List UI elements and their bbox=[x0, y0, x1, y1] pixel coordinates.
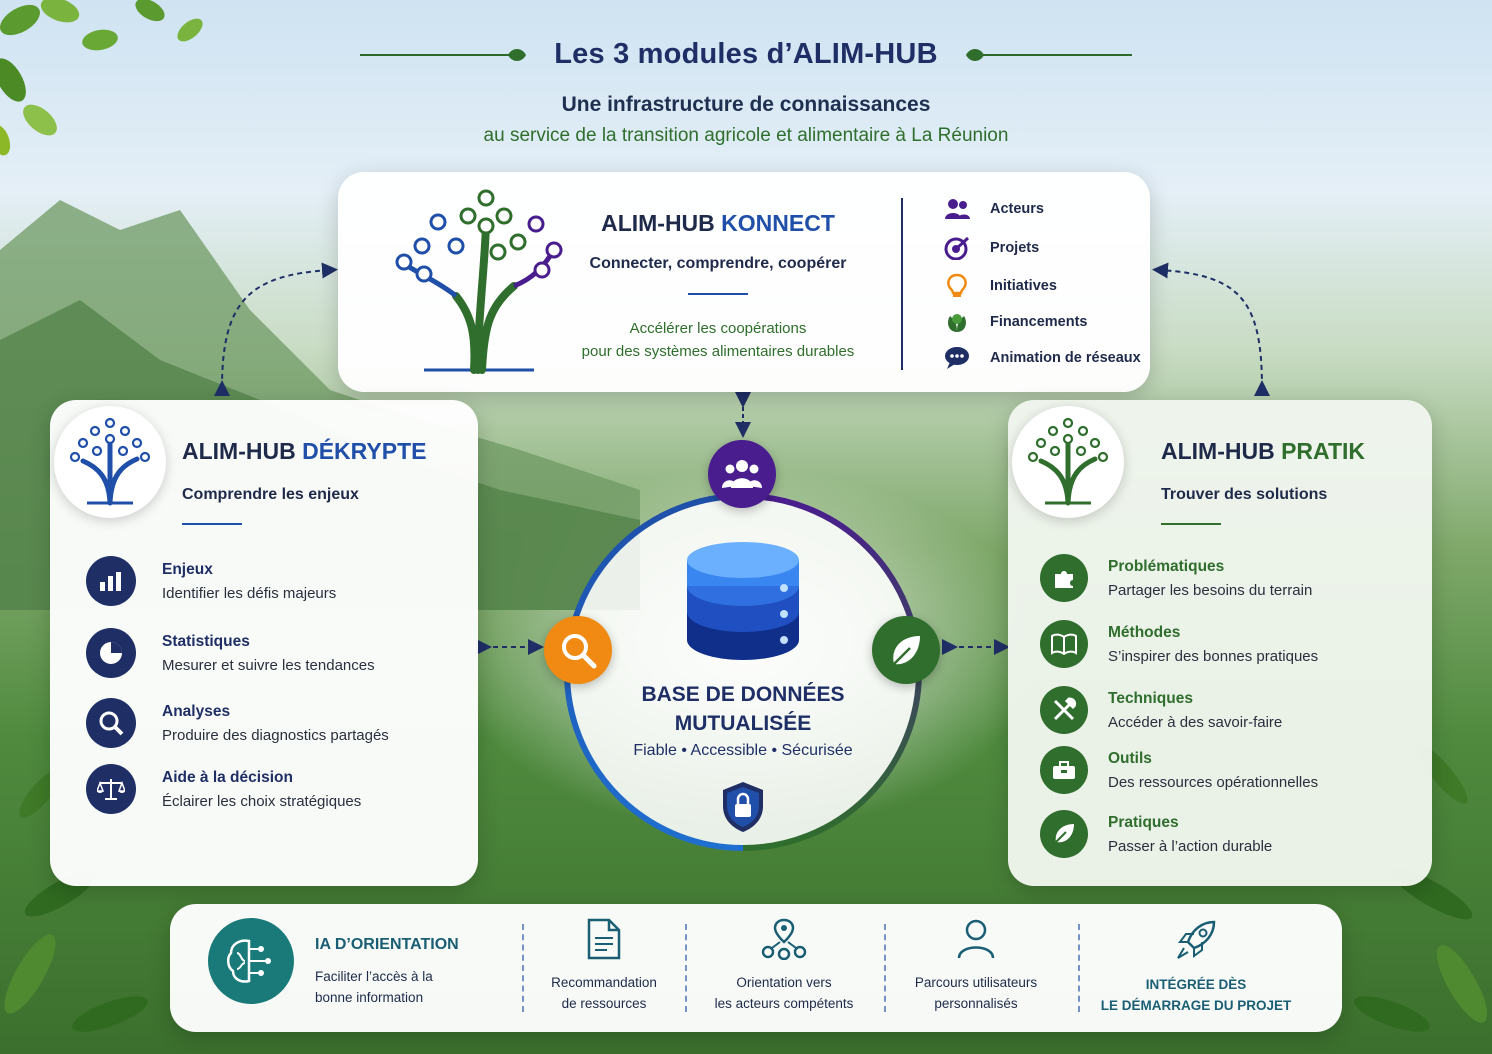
konnect-item-animation[interactable]: Animation de réseaux bbox=[944, 346, 1141, 370]
pratik-item-pratiques[interactable]: Pratiques Passer à l’action durable bbox=[1040, 810, 1272, 858]
dekrypte-title: ALIM-HUB DÉKRYPTE bbox=[182, 438, 427, 464]
scales-icon bbox=[86, 764, 136, 814]
konnect-divider bbox=[688, 293, 748, 295]
dekrypte-divider bbox=[182, 523, 242, 525]
konnect-description: Accélérer les coopérations pour des syst… bbox=[581, 320, 855, 360]
konnect-item-projets[interactable]: Projets bbox=[944, 236, 1039, 260]
konnect-item-acteurs[interactable]: Acteurs bbox=[944, 198, 1044, 220]
konnect-item-initiatives[interactable]: Initiatives bbox=[944, 273, 1057, 299]
dekrypte-logo bbox=[54, 406, 166, 518]
page-subtitle-line2: au service de la transition agricole et … bbox=[483, 125, 1009, 146]
bottom-separator bbox=[522, 924, 524, 1012]
pratik-item-methodes[interactable]: Méthodes S’inspirer des bonnes pratiques bbox=[1040, 620, 1318, 668]
pratik-card[interactable]: ALIM-HUB PRATIK Trouver des solutions Pr… bbox=[1008, 400, 1432, 886]
header: Les 3 modules d’ALIM-HUB Une infrastruct… bbox=[0, 38, 1492, 147]
leaf-icon bbox=[508, 48, 527, 61]
bottom-item-integree[interactable]: INTÉGRÉE DÈS LE DÉMARRAGE DU PROJET bbox=[1098, 918, 1294, 1016]
bottom-item-recommandation[interactable]: Recommandation de ressources bbox=[542, 918, 666, 1014]
pie-chart-icon bbox=[86, 628, 136, 678]
security-shield-icon bbox=[723, 782, 763, 832]
pratik-node-leaf-icon[interactable] bbox=[872, 616, 940, 684]
dekrypte-item-aide-decision[interactable]: Aide à la décision Éclairer les choix st… bbox=[86, 764, 361, 814]
target-icon bbox=[944, 236, 970, 260]
rocket-icon bbox=[1177, 920, 1216, 959]
database-icon bbox=[687, 542, 799, 660]
konnect-separator bbox=[901, 198, 903, 370]
document-icon bbox=[587, 918, 621, 960]
ia-title: IA D’ORIENTATION bbox=[315, 936, 459, 953]
dekrypte-tagline: Comprendre les enjeux bbox=[182, 486, 359, 503]
konnect-node-people-icon[interactable] bbox=[708, 440, 776, 508]
leaf-icon bbox=[1040, 810, 1088, 858]
bar-chart-icon bbox=[86, 556, 136, 606]
pratik-tagline: Trouver des solutions bbox=[1161, 486, 1328, 503]
dekrypte-item-statistiques[interactable]: Statistiques Mesurer et suivre les tenda… bbox=[86, 628, 375, 678]
page-subtitle: Une infrastructure de connaissances bbox=[561, 93, 931, 116]
ia-description: Faciliter l’accès à la bonne information bbox=[315, 969, 433, 1005]
konnect-title: ALIM-HUB KONNECT bbox=[601, 210, 835, 236]
toolbox-icon bbox=[1040, 746, 1088, 794]
network-pin-icon bbox=[761, 918, 807, 961]
bottom-separator bbox=[884, 924, 886, 1012]
ai-brain-icon bbox=[208, 918, 294, 1004]
database-subtitle: Fiable • Accessible • Sécurisée bbox=[633, 742, 853, 759]
leaves-top-left bbox=[0, 0, 203, 156]
title-right-vine bbox=[981, 53, 1132, 56]
pratik-title: ALIM-HUB PRATIK bbox=[1161, 438, 1365, 464]
book-icon bbox=[1040, 620, 1088, 668]
bottom-separator bbox=[1078, 924, 1080, 1012]
magnifier-icon bbox=[86, 698, 136, 748]
puzzle-icon bbox=[1040, 554, 1088, 602]
money-plant-icon bbox=[948, 314, 966, 332]
database-title: BASE DE DONNÉES MUTUALISÉE bbox=[641, 683, 845, 735]
user-icon bbox=[957, 919, 995, 959]
tools-icon bbox=[1040, 686, 1088, 734]
pratik-divider bbox=[1161, 523, 1221, 525]
lightbulb-icon bbox=[947, 273, 967, 297]
green-tree-icon bbox=[1027, 417, 1109, 506]
pratik-item-techniques[interactable]: Techniques Accéder à des savoir-faire bbox=[1040, 686, 1282, 734]
blue-tree-icon bbox=[69, 417, 151, 506]
konnect-tagline: Connecter, comprendre, coopérer bbox=[589, 255, 847, 272]
dekrypte-node-search-icon[interactable] bbox=[544, 616, 612, 684]
page-title: Les 3 modules d’ALIM-HUB bbox=[554, 38, 938, 70]
people-icon bbox=[945, 199, 970, 219]
dekrypte-card[interactable]: ALIM-HUB DÉKRYPTE Comprendre les enjeux … bbox=[50, 400, 478, 886]
pratik-item-problematiques[interactable]: Problématiques Partager les besoins du t… bbox=[1040, 554, 1312, 602]
bottom-item-parcours[interactable]: Parcours utilisateurs personnalisés bbox=[904, 918, 1048, 1014]
konnect-item-financements[interactable]: Financements bbox=[944, 310, 1088, 334]
konnect-card[interactable]: ALIM-HUB KONNECT Connecter, comprendre, … bbox=[338, 172, 1150, 392]
title-left-vine bbox=[360, 53, 511, 56]
tree-network-logo bbox=[395, 189, 563, 374]
pratik-item-outils[interactable]: Outils Des ressources opérationnelles bbox=[1040, 746, 1318, 794]
ia-orientation-bar[interactable]: IA D’ORIENTATION Faciliter l’accès à la … bbox=[170, 904, 1342, 1032]
dekrypte-item-analyses[interactable]: Analyses Produire des diagnostics partag… bbox=[86, 698, 389, 748]
bottom-separator bbox=[685, 924, 687, 1012]
pratik-logo bbox=[1012, 406, 1124, 518]
bottom-item-orientation[interactable]: Orientation vers les acteurs compétents bbox=[706, 918, 862, 1014]
leaf-icon bbox=[965, 48, 984, 61]
dekrypte-item-enjeux[interactable]: Enjeux Identifier les défis majeurs bbox=[86, 556, 336, 606]
chat-icon bbox=[945, 347, 969, 369]
